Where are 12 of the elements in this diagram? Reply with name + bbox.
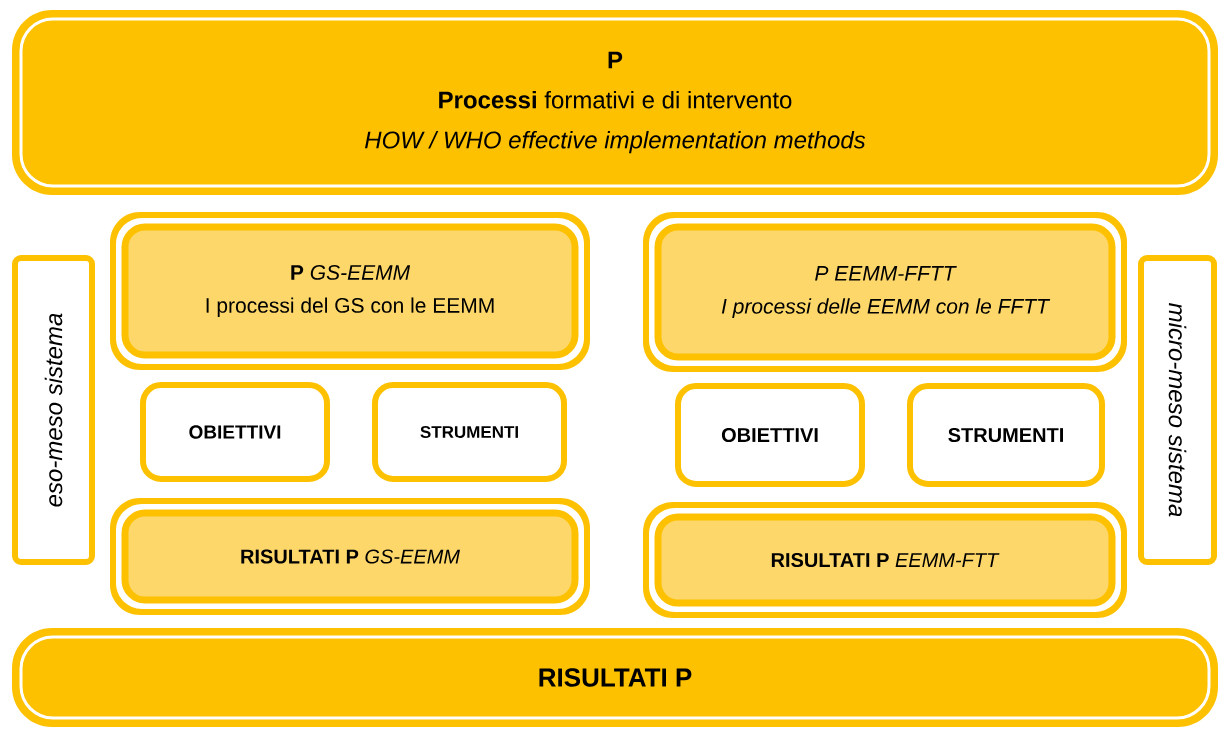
banner-box: RISULTATI P	[12, 628, 1218, 727]
process-box: RISULTATI P EEMM-FTT	[643, 502, 1127, 618]
banner-box: P Processi formativi e di intervento HOW / WHO effective implementation methods	[12, 10, 1218, 195]
process-box: P GS-EEMM I processi del GS con le EEMM	[110, 212, 590, 370]
label-box: OBIETTIVI	[140, 382, 330, 482]
label-box: STRUMENTI	[372, 382, 567, 482]
side-label-box: eso-meso sistema	[12, 255, 95, 565]
process-box: P EEMM-FFTT I processi delle EEMM con le FFTT	[643, 212, 1127, 372]
side-label-box: micro-meso sistema	[1138, 255, 1217, 565]
process-box: RISULTATI P GS-EEMM	[110, 498, 590, 615]
label-box: STRUMENTI	[907, 383, 1105, 487]
label-box: OBIETTIVI	[675, 383, 865, 487]
